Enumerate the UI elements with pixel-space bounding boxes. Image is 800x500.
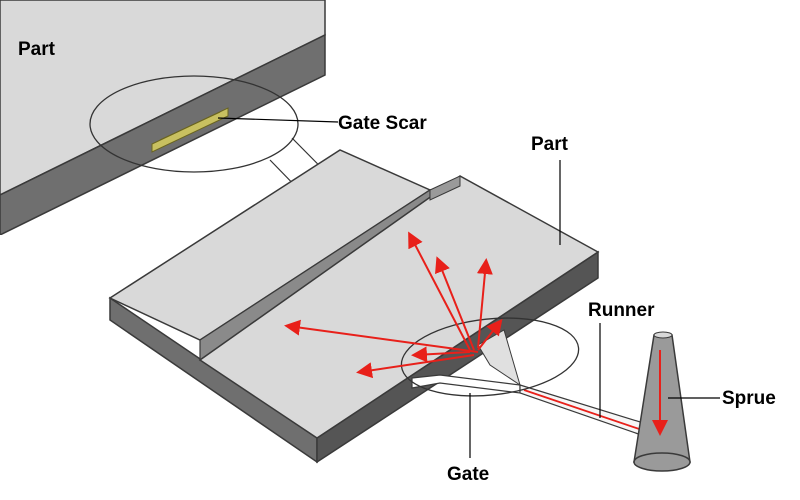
- flow-arrow-short: [411, 346, 471, 363]
- flow-arrow-left: [284, 319, 479, 353]
- main-part-top-face: [198, 175, 600, 439]
- inset-magnifier-ellipse: [89, 75, 299, 173]
- sprue-base: [633, 452, 691, 472]
- flow-arrow-up-mid: [435, 256, 475, 351]
- leader-lines: [217, 117, 720, 458]
- sprue: [633, 331, 691, 472]
- flow-arrow-up: [476, 258, 493, 349]
- sprue-top: [653, 331, 673, 339]
- fill-flow-arrows: [284, 231, 503, 379]
- label-part-inset: Part: [18, 39, 56, 60]
- inset-part-side-face: [0, 33, 326, 235]
- flow-arrow-down-left: [356, 354, 475, 379]
- gate-scar-hatch: [159, 111, 221, 141]
- inset-part-closeup: [0, 0, 326, 235]
- label-gate: Gate: [447, 464, 489, 485]
- flow-arrow-up-left: [408, 231, 471, 351]
- flow-arrow-up-right: [477, 318, 503, 351]
- main-part-step-ledge: [429, 175, 461, 201]
- leader-gate-scar: [217, 117, 339, 123]
- label-gate-scar: Gate Scar: [338, 113, 427, 134]
- label-runner: Runner: [588, 300, 655, 321]
- gate-runner-assembly: [411, 329, 651, 439]
- runner-flow-line: [523, 389, 646, 432]
- main-part: [108, 149, 600, 464]
- label-part-main: Part: [531, 134, 569, 155]
- label-sprue: Sprue: [722, 388, 776, 409]
